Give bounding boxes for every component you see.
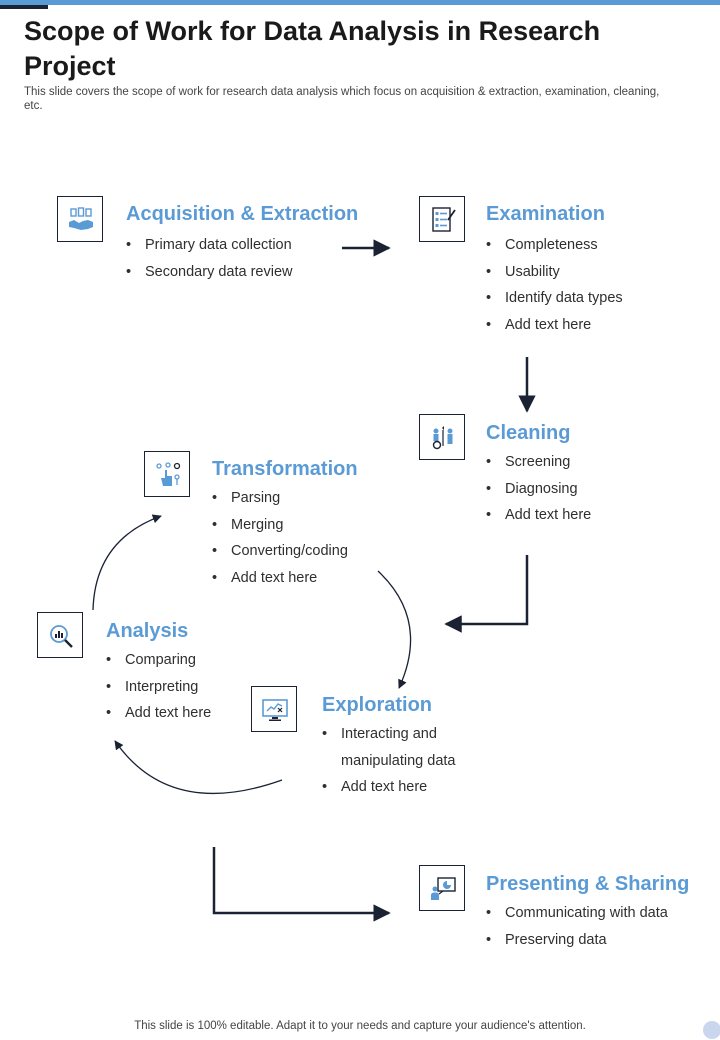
stage-exploration: Exploration Interacting and manipulating… bbox=[322, 693, 512, 801]
hand-gear-icon bbox=[156, 462, 181, 486]
stage-items: Interacting and manipulating data Add te… bbox=[322, 721, 512, 801]
stage-heading: Cleaning bbox=[486, 422, 571, 444]
stage-items: Primary data collection Secondary data r… bbox=[126, 232, 386, 285]
list-item: Converting/coding bbox=[212, 538, 412, 565]
stage-items: Screening Diagnosing Add text here bbox=[486, 449, 706, 529]
list-item-continued: manipulating data bbox=[341, 752, 456, 769]
list-item: Add text here bbox=[322, 774, 512, 801]
arrow-cycle-to-presenting bbox=[212, 847, 391, 922]
list-item: Screening bbox=[486, 449, 706, 476]
exploration-icon-box bbox=[251, 686, 297, 732]
list-item: Primary data collection bbox=[126, 232, 386, 259]
list-item: Secondary data review bbox=[126, 259, 386, 286]
cleaning-icon-box bbox=[419, 414, 465, 460]
stage-heading: Examination bbox=[486, 203, 605, 225]
list-item: Add text here bbox=[486, 502, 706, 529]
presenting-icon-box bbox=[419, 865, 465, 911]
stage-items: Communicating with data Preserving data bbox=[486, 900, 711, 953]
arrow-analysis-to-transformation bbox=[92, 514, 162, 611]
stage-items: Completeness Usability Identify data typ… bbox=[486, 232, 706, 338]
arrow-cleaning-to-cycle bbox=[444, 555, 529, 633]
presentation-icon bbox=[431, 877, 456, 900]
stage-acquisition: Acquisition & Extraction Primary data co… bbox=[126, 202, 386, 285]
stage-cleaning: Cleaning Screening Diagnosing Add text h… bbox=[486, 421, 706, 529]
stage-items: Comparing Interpreting Add text here bbox=[106, 647, 266, 727]
magnifier-chart-icon bbox=[50, 625, 73, 648]
stage-heading: Exploration bbox=[322, 694, 433, 716]
list-item: Completeness bbox=[486, 232, 706, 259]
list-item: Interacting and bbox=[322, 721, 512, 748]
top-accent-bar bbox=[0, 0, 720, 5]
list-item: Diagnosing bbox=[486, 476, 706, 503]
list-item: Add text here bbox=[486, 312, 706, 339]
list-item: Preserving data bbox=[486, 927, 711, 954]
list-item: Interpreting bbox=[106, 674, 266, 701]
stage-items: Parsing Merging Converting/coding Add te… bbox=[212, 485, 412, 591]
transformation-icon-box bbox=[144, 451, 190, 497]
acquisition-icon-box bbox=[57, 196, 103, 242]
arrow-exploration-to-analysis bbox=[114, 740, 283, 795]
list-item: Parsing bbox=[212, 485, 412, 512]
stage-heading: Transformation bbox=[212, 458, 358, 480]
list-item: Add text here bbox=[212, 565, 412, 592]
checklist-icon bbox=[432, 207, 456, 232]
corner-decoration bbox=[703, 1021, 720, 1039]
stage-presenting: Presenting & Sharing Communicating with … bbox=[486, 872, 711, 953]
stage-transformation: Transformation Parsing Merging Convertin… bbox=[212, 457, 412, 591]
page-title: Scope of Work for Data Analysis in Resea… bbox=[24, 16, 601, 81]
people-gear-icon bbox=[432, 426, 453, 450]
top-dark-bar bbox=[0, 5, 48, 9]
stage-heading: Analysis bbox=[106, 620, 189, 642]
list-item: Usability bbox=[486, 259, 706, 286]
stage-heading: Presenting & Sharing bbox=[486, 873, 690, 895]
analysis-icon-box bbox=[37, 612, 83, 658]
list-item: Communicating with data bbox=[486, 900, 711, 927]
page-footer: This slide is 100% editable. Adapt it to… bbox=[134, 1020, 586, 1032]
list-item: Comparing bbox=[106, 647, 266, 674]
stage-analysis: Analysis Comparing Interpreting Add text… bbox=[106, 619, 266, 727]
list-item: Merging bbox=[212, 512, 412, 539]
list-item: Add text here bbox=[106, 700, 266, 727]
list-item: Identify data types bbox=[486, 285, 706, 312]
examination-icon-box bbox=[419, 196, 465, 242]
stage-heading: Acquisition & Extraction bbox=[126, 203, 359, 225]
monitor-chart-icon bbox=[262, 699, 288, 721]
page-subtitle: This slide covers the scope of work for … bbox=[24, 86, 660, 112]
stage-examination: Examination Completeness Usability Ident… bbox=[486, 202, 706, 338]
handshake-icon bbox=[69, 207, 93, 230]
